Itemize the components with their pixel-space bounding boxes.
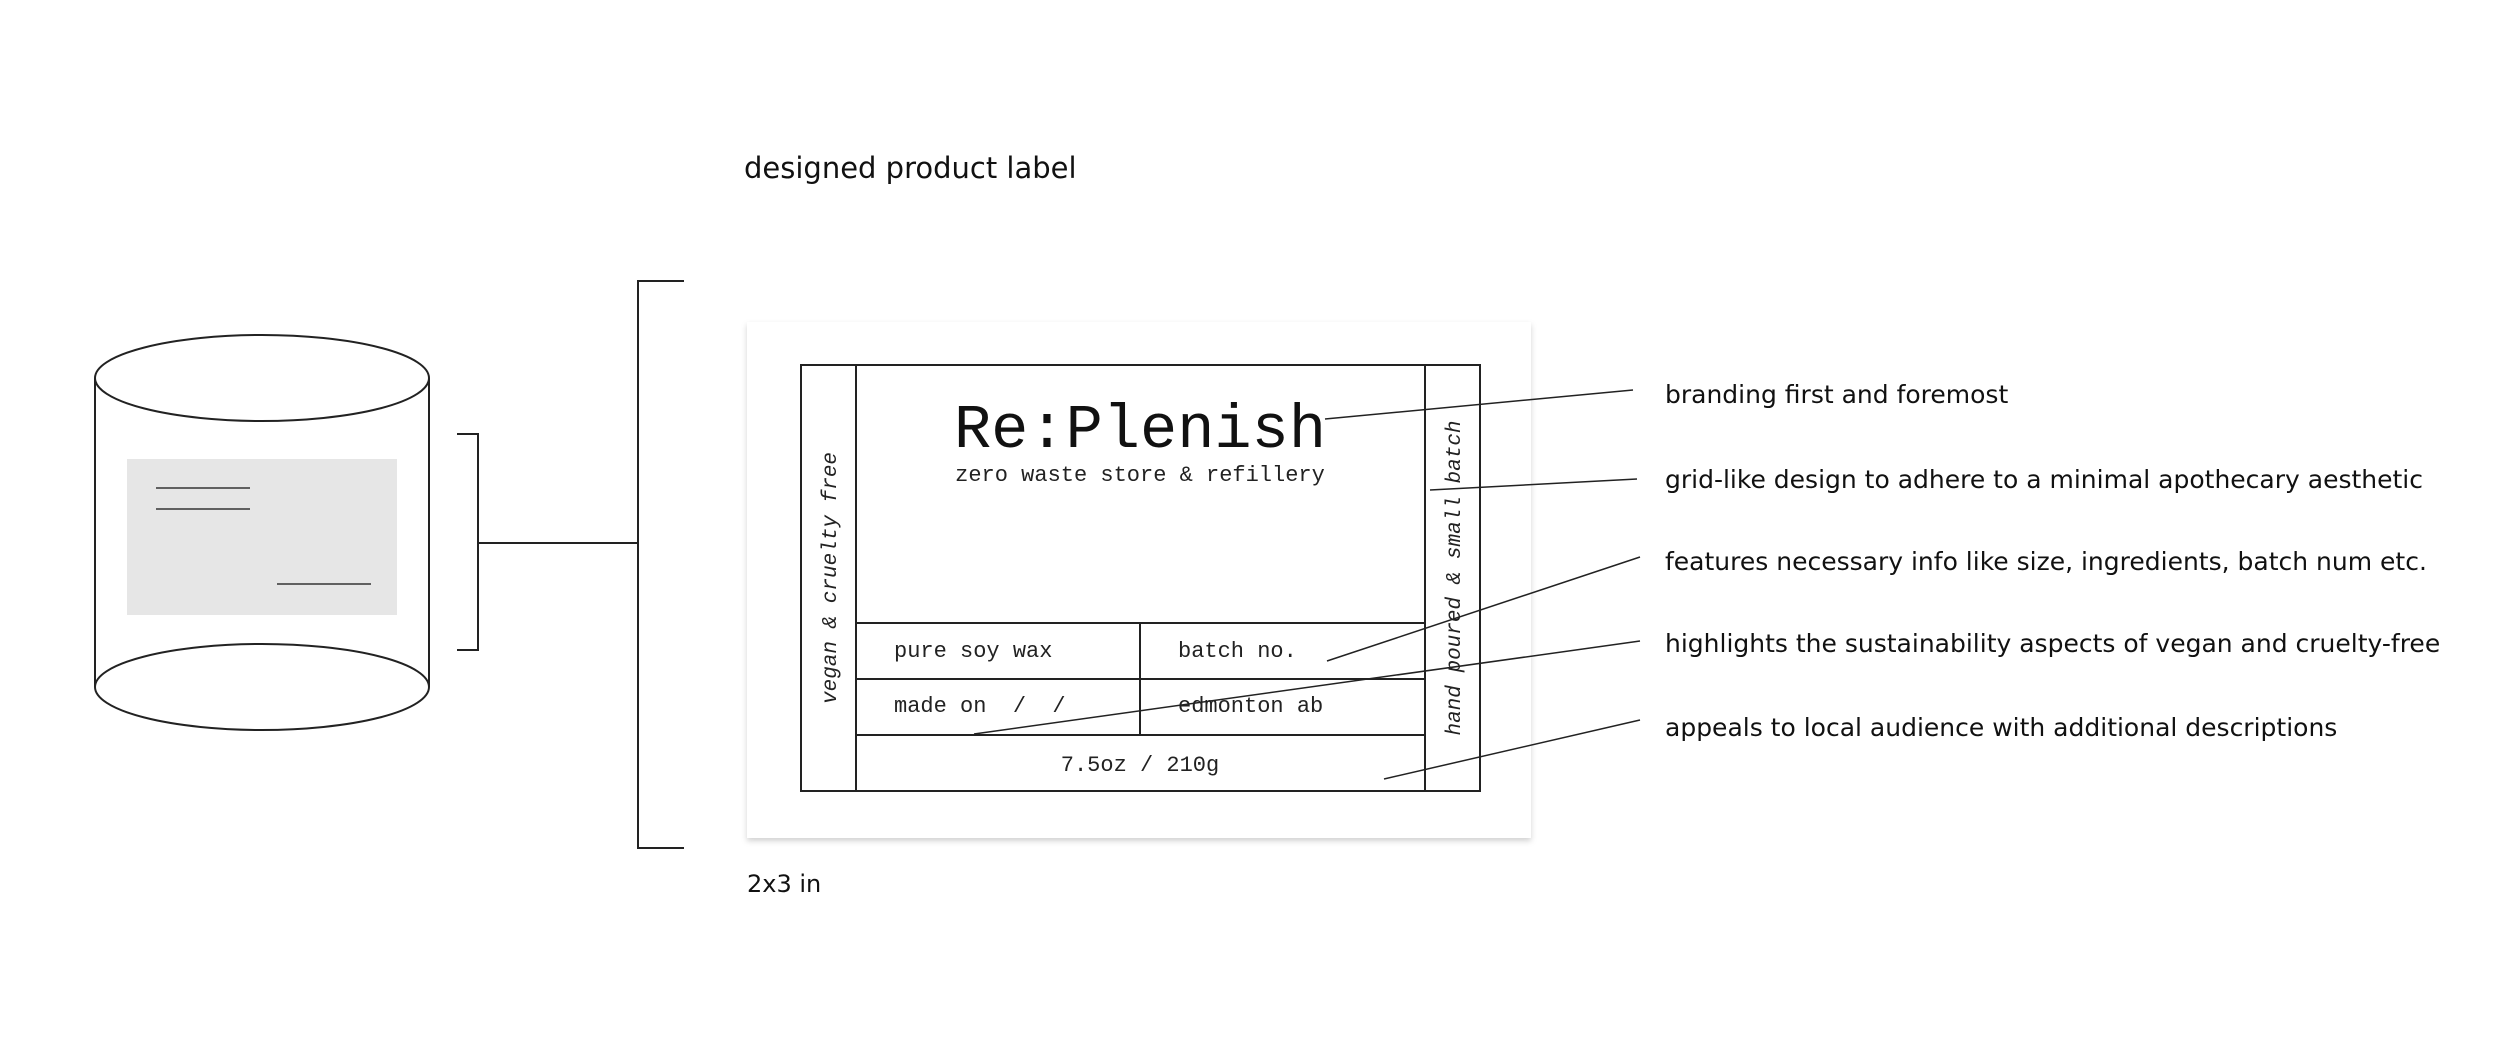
jar-top-ellipse [94,334,430,422]
label-outer-border [800,364,1481,792]
jar-label-lines [156,487,371,585]
annotation-sustainability: highlights the sustainability aspects of… [1665,629,2440,658]
label-brand: Re:Plenish [954,395,1326,466]
small-bracket [457,433,479,651]
leader-local [1383,719,1641,780]
connector-brackets [457,280,684,849]
label-grid [800,364,1481,792]
jar-illustration [94,334,430,731]
label-location-cell: edmonton ab [1178,694,1323,719]
annotation-branding: branding first and foremost [1665,380,2008,409]
diagram-heading: designed product label [744,151,1077,185]
label-right-side-text: hand poured & small batch [1444,420,1467,735]
label-batch-cell: batch no. [1178,639,1297,664]
annotation-local: appeals to local audience with additiona… [1665,713,2337,742]
leader-grid [1429,478,1638,491]
annotation-grid: grid-like design to adhere to a minimal … [1665,465,2423,494]
label-made-on-cell: made on / / [894,694,1066,719]
annotation-leaders [973,389,1641,780]
label-card [747,322,1531,838]
label-ingredient-cell: pure soy wax [894,639,1052,664]
label-left-side-text: vegan & cruelty free [820,452,843,704]
label-size-cell: 7.5oz / 210g [1061,753,1219,778]
jar-bottom-ellipse [94,643,430,731]
large-bracket [637,280,684,849]
label-tagline: zero waste store & refillery [955,463,1325,488]
size-caption: 2x3 in [747,870,821,898]
leader-info [1326,556,1641,662]
leader-sustainability [973,640,1641,735]
leader-branding [1324,389,1634,420]
jar-label-patch [127,459,397,615]
annotation-info: features necessary info like size, ingre… [1665,547,2427,576]
